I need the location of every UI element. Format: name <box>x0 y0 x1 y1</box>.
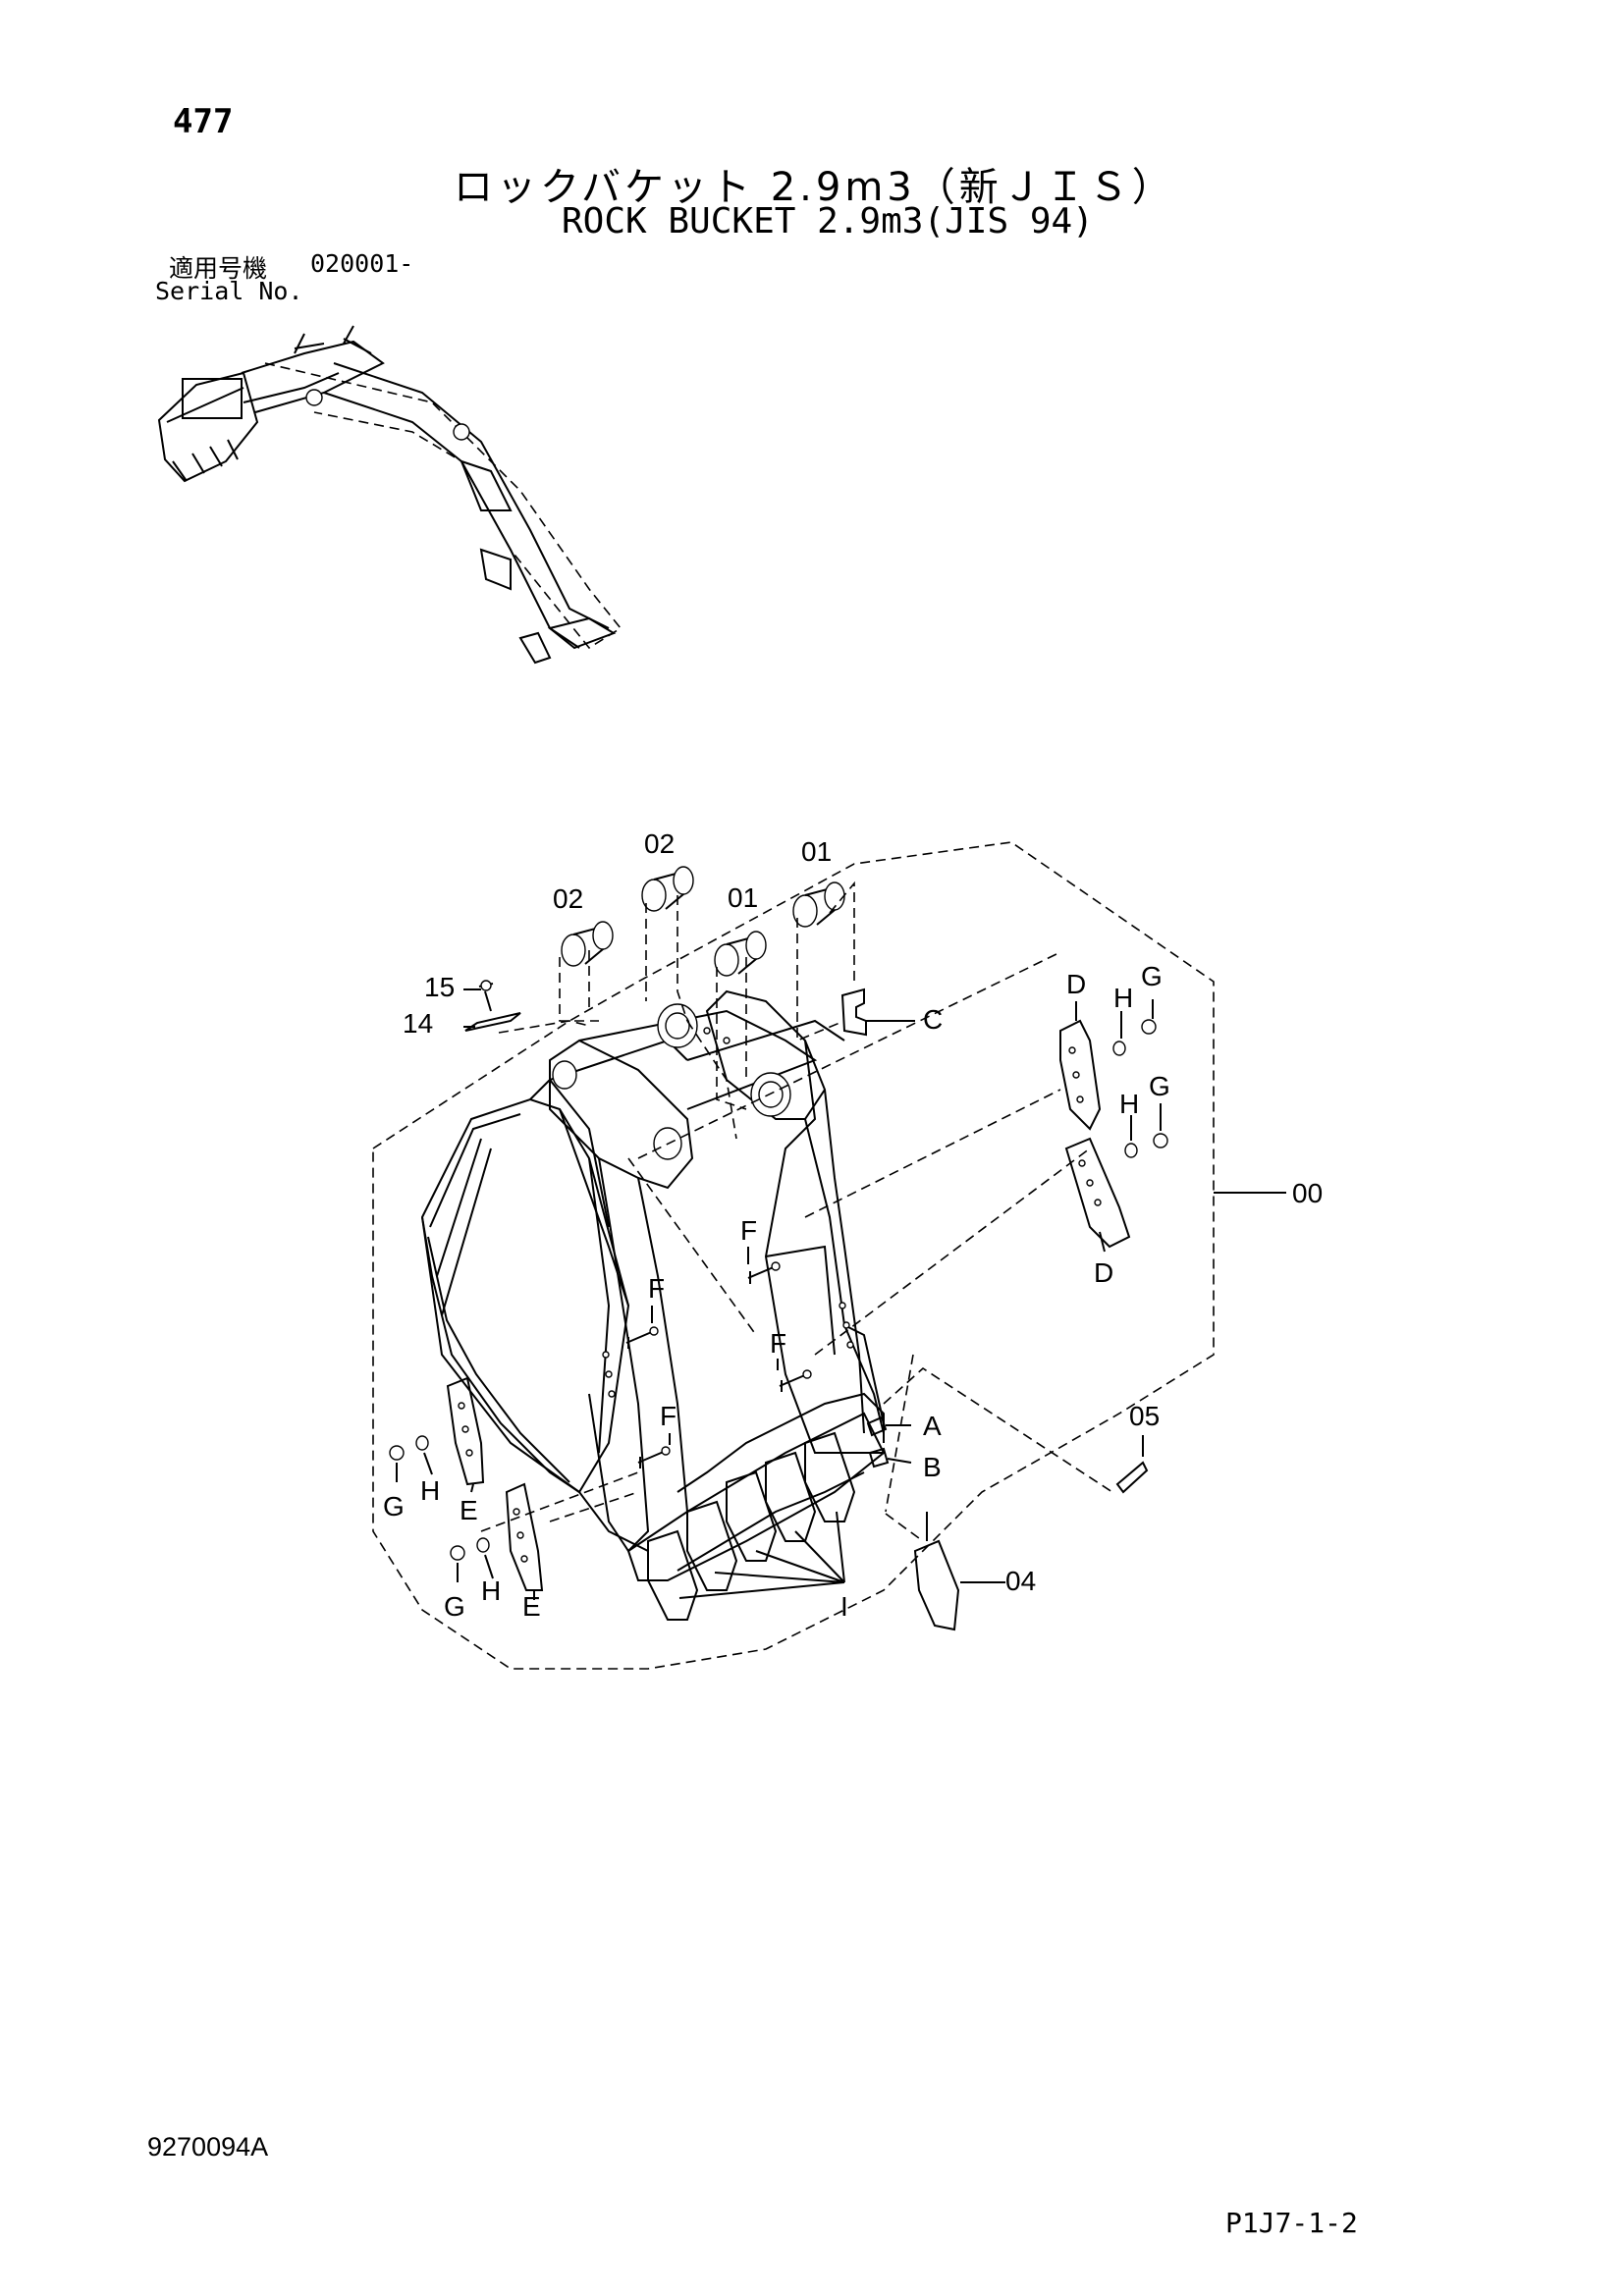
callout-i: I <box>840 1591 848 1622</box>
callout-c: C <box>923 1004 943 1035</box>
callout-g-upper: G <box>1141 961 1163 991</box>
bolts-f <box>625 1247 812 1468</box>
bushing-01-right <box>792 881 845 928</box>
callout-15: 15 <box>424 972 455 1002</box>
bucket-body <box>420 951 1091 1581</box>
bushing-02-left <box>561 921 614 967</box>
document-code: 9270094A <box>147 2132 269 2162</box>
callout-f-4: F <box>660 1401 677 1431</box>
callout-h-left-upper: H <box>420 1475 440 1506</box>
callout-e-lower: E <box>522 1591 541 1622</box>
callout-g-left-upper: G <box>383 1491 405 1522</box>
serial-label-japanese: 適用号機 <box>169 254 268 283</box>
bolt-15-and-plate-14 <box>463 980 590 1034</box>
bushing-02-right <box>641 866 694 912</box>
side-cutter-e-lower <box>450 1482 544 1600</box>
part-c <box>840 988 915 1037</box>
callout-h-left-lower: H <box>481 1575 501 1606</box>
callout-f-1: F <box>740 1215 757 1246</box>
side-cutter-d-upper <box>1059 999 1157 1131</box>
callout-e-upper: E <box>460 1495 478 1525</box>
callout-f-2: F <box>648 1273 665 1304</box>
side-cutter-d-lower <box>1064 1103 1168 1253</box>
excavator-arm-thumbnail <box>157 325 623 665</box>
page-number: 477 <box>173 102 234 141</box>
bushing-01-left <box>714 931 767 977</box>
title-english: ROCK BUCKET 2.9m3(JIS 94) <box>562 201 1094 241</box>
side-cutter-e-upper <box>389 1376 485 1493</box>
leader-i <box>678 1511 845 1599</box>
callout-labels: 02 01 02 01 15 14 C D H G H G 00 D F F F… <box>383 828 1323 1622</box>
serial-label-english: Serial No. <box>155 277 303 305</box>
callout-02-left: 02 <box>553 883 583 914</box>
callout-h-upper: H <box>1113 983 1133 1013</box>
serial-number: 020001- <box>310 249 414 278</box>
pin-a-and-lock-b <box>866 1354 1116 1513</box>
title-japanese: ロックバケット 2.9m3（新ＪＩＳ） <box>454 165 1175 210</box>
callout-d-lower: D <box>1094 1257 1113 1288</box>
callout-00: 00 <box>1292 1178 1323 1208</box>
bucket-teeth <box>647 1392 885 1621</box>
callout-a: A <box>923 1411 942 1441</box>
callout-f-3: F <box>770 1328 786 1359</box>
page-reference: P1J7-1-2 <box>1225 2207 1358 2239</box>
callout-01-right: 01 <box>801 836 832 867</box>
callout-g-right: G <box>1149 1071 1170 1101</box>
bushings <box>559 866 855 1140</box>
assembly-boundary <box>372 841 1215 1670</box>
callout-01-left: 01 <box>728 882 758 913</box>
callout-d-upper: D <box>1066 969 1086 999</box>
callout-g-left-lower: G <box>444 1591 465 1622</box>
callout-02-right: 02 <box>644 828 675 859</box>
callout-b: B <box>923 1452 942 1482</box>
callout-14: 14 <box>403 1008 433 1039</box>
callout-h-right: H <box>1119 1089 1139 1119</box>
callout-05: 05 <box>1129 1401 1160 1431</box>
part-04-tooth <box>885 1512 1005 1631</box>
callout-04: 04 <box>1005 1566 1036 1596</box>
part-05-pin <box>1115 1435 1149 1494</box>
